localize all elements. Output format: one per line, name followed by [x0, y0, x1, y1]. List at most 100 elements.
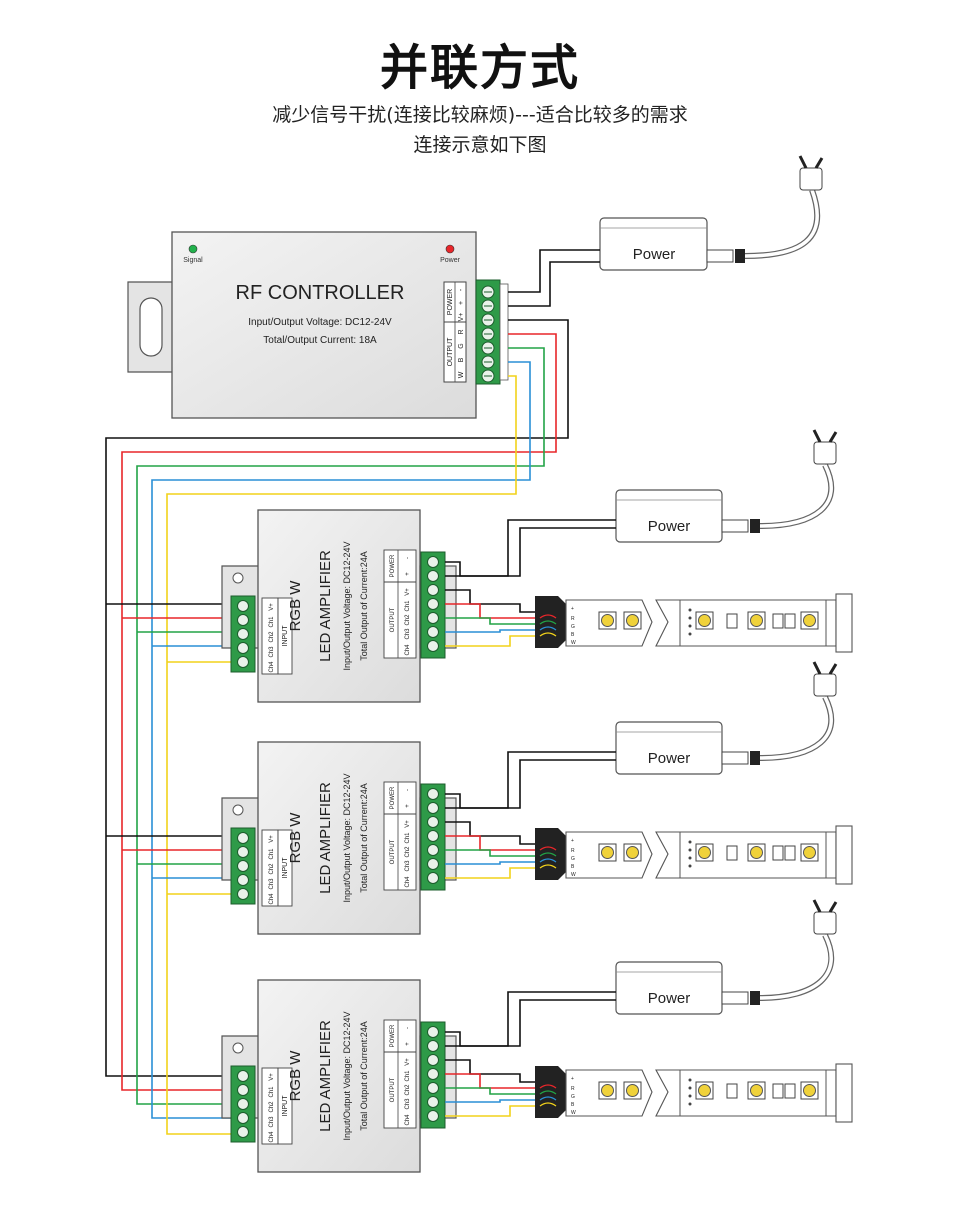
- amp1-power-label: POWER: [390, 554, 396, 577]
- amp1-in-ch4: Ch4: [269, 661, 275, 673]
- rf-controller: Signal Power RF CONTROLLER Input/Output …: [127, 231, 509, 419]
- amp3-title-line2: LED AMPLIFIER: [317, 1020, 334, 1132]
- strip3-pin-b: B: [571, 1102, 575, 1108]
- amp1-current: Total Output of Current:24A: [359, 551, 369, 661]
- amp3-in-ch2: Ch2: [269, 1101, 275, 1113]
- strip3-pin-r: R: [571, 1086, 575, 1092]
- amp2-out-ch3: Ch3: [405, 860, 411, 872]
- controller-power-block-label: POWER: [447, 289, 454, 315]
- strip2-pin-g: G: [571, 856, 575, 862]
- amp1-out-ch3: Ch3: [405, 628, 411, 640]
- amp2-pwr-minus: -: [405, 789, 411, 791]
- power-supply-2: Power: [615, 429, 838, 543]
- controller-terminal-block: [475, 279, 509, 385]
- amp2-out-ch1: Ch1: [405, 832, 411, 844]
- strip2-pin-w: W: [571, 872, 576, 878]
- amp2-input-label: INPUT: [282, 857, 289, 879]
- amp1-title-line2: LED AMPLIFIER: [317, 550, 334, 662]
- strip2-pin-b: B: [571, 864, 575, 870]
- plug-4-icon: [813, 911, 837, 935]
- amp2-in-vplus: V+: [269, 835, 275, 843]
- amp3-title-line1: RGB W: [287, 1050, 304, 1102]
- power-led-label: Power: [440, 257, 461, 264]
- led-strip-1: + R G B W: [535, 593, 853, 653]
- controller-pin-b: B: [458, 357, 465, 362]
- amp2-in-ch2: Ch2: [269, 863, 275, 875]
- amp2-pwr-plus: +: [405, 804, 411, 808]
- plug-1-icon: [799, 167, 823, 191]
- subtitle-line-1: 减少信号干扰(连接比较麻烦)---适合比较多的需求: [272, 104, 688, 126]
- amplifier-1: V+ Ch1 Ch2 Ch3 Ch4 INPUT RGB W LED AMPLI…: [221, 509, 457, 703]
- amp3-pwr-minus: -: [405, 1027, 411, 1029]
- strip1-pin-g: G: [571, 624, 575, 630]
- power-supply-2-label: Power: [648, 518, 691, 535]
- signal-led-icon: [188, 244, 198, 254]
- amp2-output-label: OUTPUT: [390, 839, 396, 864]
- mount-slot: [139, 297, 163, 357]
- amp2-in-ch4: Ch4: [269, 893, 275, 905]
- power-supply-1: Power: [599, 155, 824, 271]
- amp1-out-ch1: Ch1: [405, 600, 411, 612]
- amp3-out-ch1: Ch1: [405, 1070, 411, 1082]
- amplifier-2: V+ Ch1 Ch2 Ch3 Ch4 INPUT RGB W LED AMPLI…: [221, 741, 457, 935]
- controller-pin-plus: +: [458, 301, 465, 305]
- amp3-input-label: INPUT: [282, 1095, 289, 1117]
- plug-3-icon: [813, 673, 837, 697]
- power-led-icon: [445, 244, 455, 254]
- amp2-in-ch1: Ch1: [269, 848, 275, 860]
- amp2-voltage: Input/Output Voltage: DC12-24V: [342, 773, 352, 902]
- amp2-in-ch3: Ch3: [269, 878, 275, 890]
- controller-output-block-label: OUTPUT: [447, 337, 454, 367]
- amplifier-3: V+ Ch1 Ch2 Ch3 Ch4 INPUT RGB W LED AMPLI…: [221, 979, 457, 1173]
- controller-pin-minus: -: [458, 288, 465, 291]
- bus-wires: [105, 319, 569, 1135]
- amp1-out-ch2: Ch2: [405, 614, 411, 626]
- amp3-out-ch3: Ch3: [405, 1098, 411, 1110]
- controller-pin-g: G: [458, 343, 465, 348]
- amp1-voltage: Input/Output Voltage: DC12-24V: [342, 541, 352, 670]
- amp1-input-label: INPUT: [282, 625, 289, 647]
- page-title: 并联方式: [379, 40, 580, 96]
- controller-body: [171, 231, 477, 419]
- controller-voltage: Input/Output Voltage: DC12-24V: [248, 317, 392, 328]
- amp2-current: Total Output of Current:24A: [359, 783, 369, 893]
- amp2-title-line1: RGB W: [287, 812, 304, 864]
- strip1-pin-b: B: [571, 632, 575, 638]
- controller-pin-vplus: V+: [458, 313, 465, 322]
- strip1-pin-plus: +: [571, 606, 574, 612]
- power-supply-1-label: Power: [633, 246, 676, 263]
- strip3-pin-w: W: [571, 1110, 576, 1116]
- amp1-title-line1: RGB W: [287, 580, 304, 632]
- amp3-in-vplus: V+: [269, 1073, 275, 1081]
- amp2-out-vplus: V+: [405, 820, 411, 828]
- amp2-out-ch4: Ch4: [405, 876, 411, 888]
- strip1-pin-w: W: [571, 640, 576, 646]
- power-supply-3-label: Power: [648, 750, 691, 767]
- amp1-in-vplus: V+: [269, 603, 275, 611]
- amp3-in-ch4: Ch4: [269, 1131, 275, 1143]
- amp3-out-vplus: V+: [405, 1058, 411, 1066]
- amp1-in-ch2: Ch2: [269, 631, 275, 643]
- controller-current: Total/Output Current: 18A: [263, 335, 377, 346]
- amp1-out-vplus: V+: [405, 588, 411, 596]
- subtitle-line-2: 连接示意如下图: [413, 134, 547, 156]
- power-supply-3: Power: [615, 661, 838, 775]
- amp1-in-ch3: Ch3: [269, 646, 275, 658]
- amp2-power-label: POWER: [390, 786, 396, 809]
- led-strip-2: + R G B W: [535, 825, 853, 885]
- strip1-pin-r: R: [571, 616, 575, 622]
- amp1-out-ch4: Ch4: [405, 644, 411, 656]
- amp3-out-ch2: Ch2: [405, 1084, 411, 1096]
- strip2-pin-plus: +: [571, 838, 574, 844]
- power-supply-4-label: Power: [648, 990, 691, 1007]
- amp3-current: Total Output of Current:24A: [359, 1021, 369, 1131]
- controller-pin-w: W: [458, 371, 465, 378]
- amp1-pwr-minus: -: [405, 557, 411, 559]
- amp1-in-ch1: Ch1: [269, 616, 275, 628]
- amp3-in-ch3: Ch3: [269, 1116, 275, 1128]
- amp3-out-ch4: Ch4: [405, 1114, 411, 1126]
- amp2-title-line2: LED AMPLIFIER: [317, 782, 334, 894]
- signal-label: Signal: [183, 257, 203, 264]
- amp2-out-ch2: Ch2: [405, 846, 411, 858]
